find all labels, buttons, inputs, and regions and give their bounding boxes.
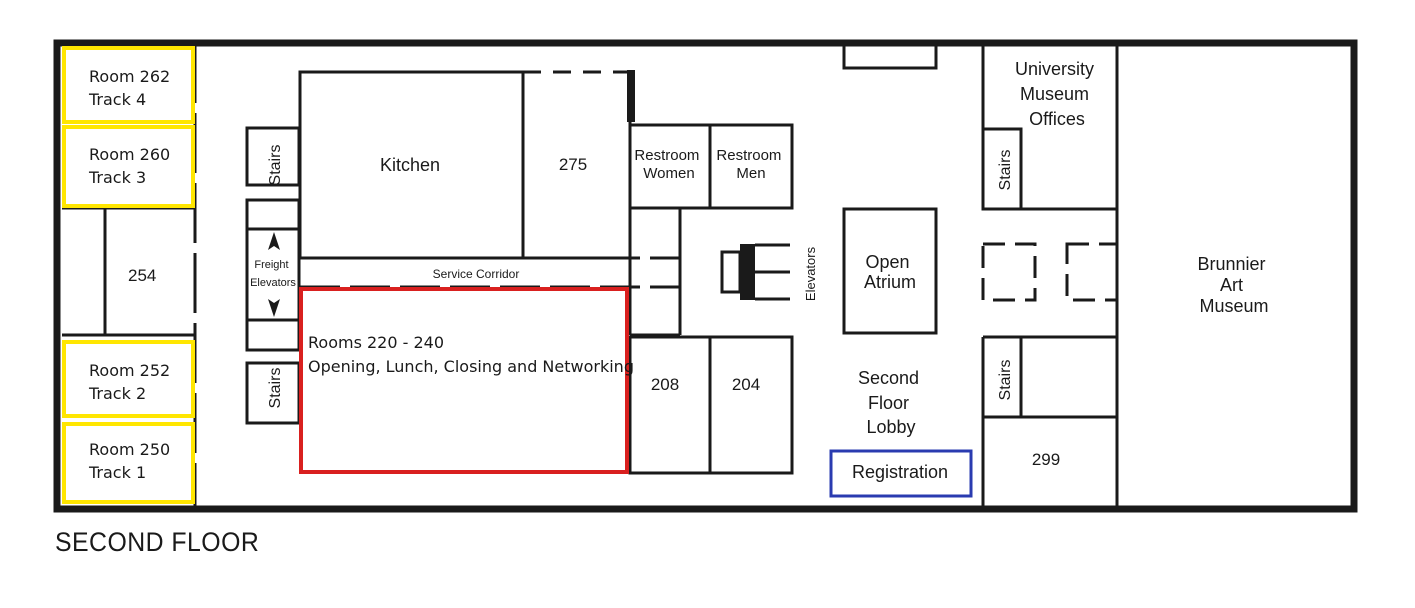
restroom-walls: [628, 123, 794, 337]
svg-text:Room 262 Track 4: Room 262 Track 4: [88, 67, 175, 109]
svg-text:Rooms 220 - 240 Opening, L: Rooms 220 - 240 Opening, Lunch, Closing …: [308, 333, 634, 376]
svg-text:University Museum Offi: University Museum Offices: [1015, 59, 1099, 129]
stairs-label-lower: Stairs: [267, 368, 284, 409]
svg-text:Second Floor Lobby: Second Floor Lobby: [858, 368, 924, 437]
restroom-women-label: Restroom: [634, 147, 699, 164]
elevators-label: Elevators: [803, 246, 818, 301]
stairs-label-right-lower: Stairs: [997, 360, 1014, 401]
room-260-outline: [62, 125, 195, 208]
elevator-icon: [720, 243, 790, 301]
freight-label: Freight: [254, 259, 288, 271]
stairs-label-right-upper: Stairs: [997, 150, 1014, 191]
lobby-second-label: Second: [858, 368, 919, 388]
art-label: Art: [1220, 275, 1243, 295]
rooms-208-204-walls: [628, 335, 794, 475]
svg-text:Room 250 Track 1: Room 250 Track 1: [88, 440, 175, 482]
track-4-label: Track 4: [88, 90, 146, 109]
room-252-outline: [62, 340, 195, 418]
room-275-label: 275: [559, 155, 587, 174]
room-262-label: Room 262: [89, 67, 170, 86]
women-label: Women: [643, 165, 694, 182]
brunnier-label: Brunnier: [1197, 254, 1265, 274]
rooms-220-240-outline: [299, 287, 629, 474]
lobby-label: Lobby: [866, 417, 915, 437]
track-3-label: Track 3: [88, 168, 146, 187]
room-254-label: 254: [128, 266, 156, 285]
track-1-label: Track 1: [88, 463, 146, 482]
room-204-label: 204: [732, 375, 760, 394]
kitchen-wall-accent: [627, 70, 635, 122]
room-262-outline: [62, 46, 195, 124]
stairs-label-upper: Stairs: [267, 145, 284, 186]
svg-text:Restroom Men: Restroom Men: [716, 147, 785, 182]
track-room-highlights: [62, 46, 195, 504]
room-250-outline: [62, 422, 195, 504]
rooms-220-240-purpose-label: Opening, Lunch, Closing and Networking: [308, 357, 634, 376]
lobby-floor-label: Floor: [868, 393, 909, 413]
track-2-label: Track 2: [88, 384, 146, 403]
registration-outline: [829, 449, 973, 498]
right-wing-walls: [981, 43, 1119, 510]
kitchen-label: Kitchen: [380, 155, 440, 175]
atrium-walls: [842, 41, 938, 335]
open-atrium-label: Open: [865, 252, 909, 272]
floor-title: SECOND FLOOR: [55, 527, 260, 557]
room-299-label: 299: [1032, 450, 1060, 469]
room-252-label: Room 252: [89, 361, 170, 380]
svg-text:Brunnier Art Museum: Brunnier Art Museum: [1197, 254, 1270, 316]
university-label: University: [1015, 59, 1094, 79]
men-label: Men: [736, 165, 765, 182]
room-260-label: Room 260: [89, 145, 170, 164]
svg-text:Room 252 Track 2: Room 252 Track 2: [88, 361, 175, 403]
service-corridor-label: Service Corridor: [433, 267, 520, 281]
museum-label: Museum: [1020, 84, 1089, 104]
freight-elevators-label: Elevators: [250, 277, 296, 289]
restroom-men-label: Restroom: [716, 147, 781, 164]
atrium-label: Atrium: [864, 272, 916, 292]
freight-arrows-icon: [268, 232, 280, 317]
svg-text:Room 260 Track 3: Room 260 Track 3: [88, 145, 175, 187]
svg-text:Freight Elevators: Freight Elevators: [250, 259, 296, 289]
svg-text:Open Atrium: Open Atrium: [864, 252, 916, 292]
offices-label: Offices: [1029, 109, 1085, 129]
room-250-label: Room 250: [89, 440, 170, 459]
svg-text:Restroom Women: Restroom Women: [634, 147, 703, 182]
building-outline: [53, 39, 1358, 513]
museum-label-2: Museum: [1199, 296, 1268, 316]
room-208-label: 208: [651, 375, 679, 394]
registration-label: Registration: [852, 462, 948, 482]
rooms-220-240-label: Rooms 220 - 240: [308, 333, 444, 352]
